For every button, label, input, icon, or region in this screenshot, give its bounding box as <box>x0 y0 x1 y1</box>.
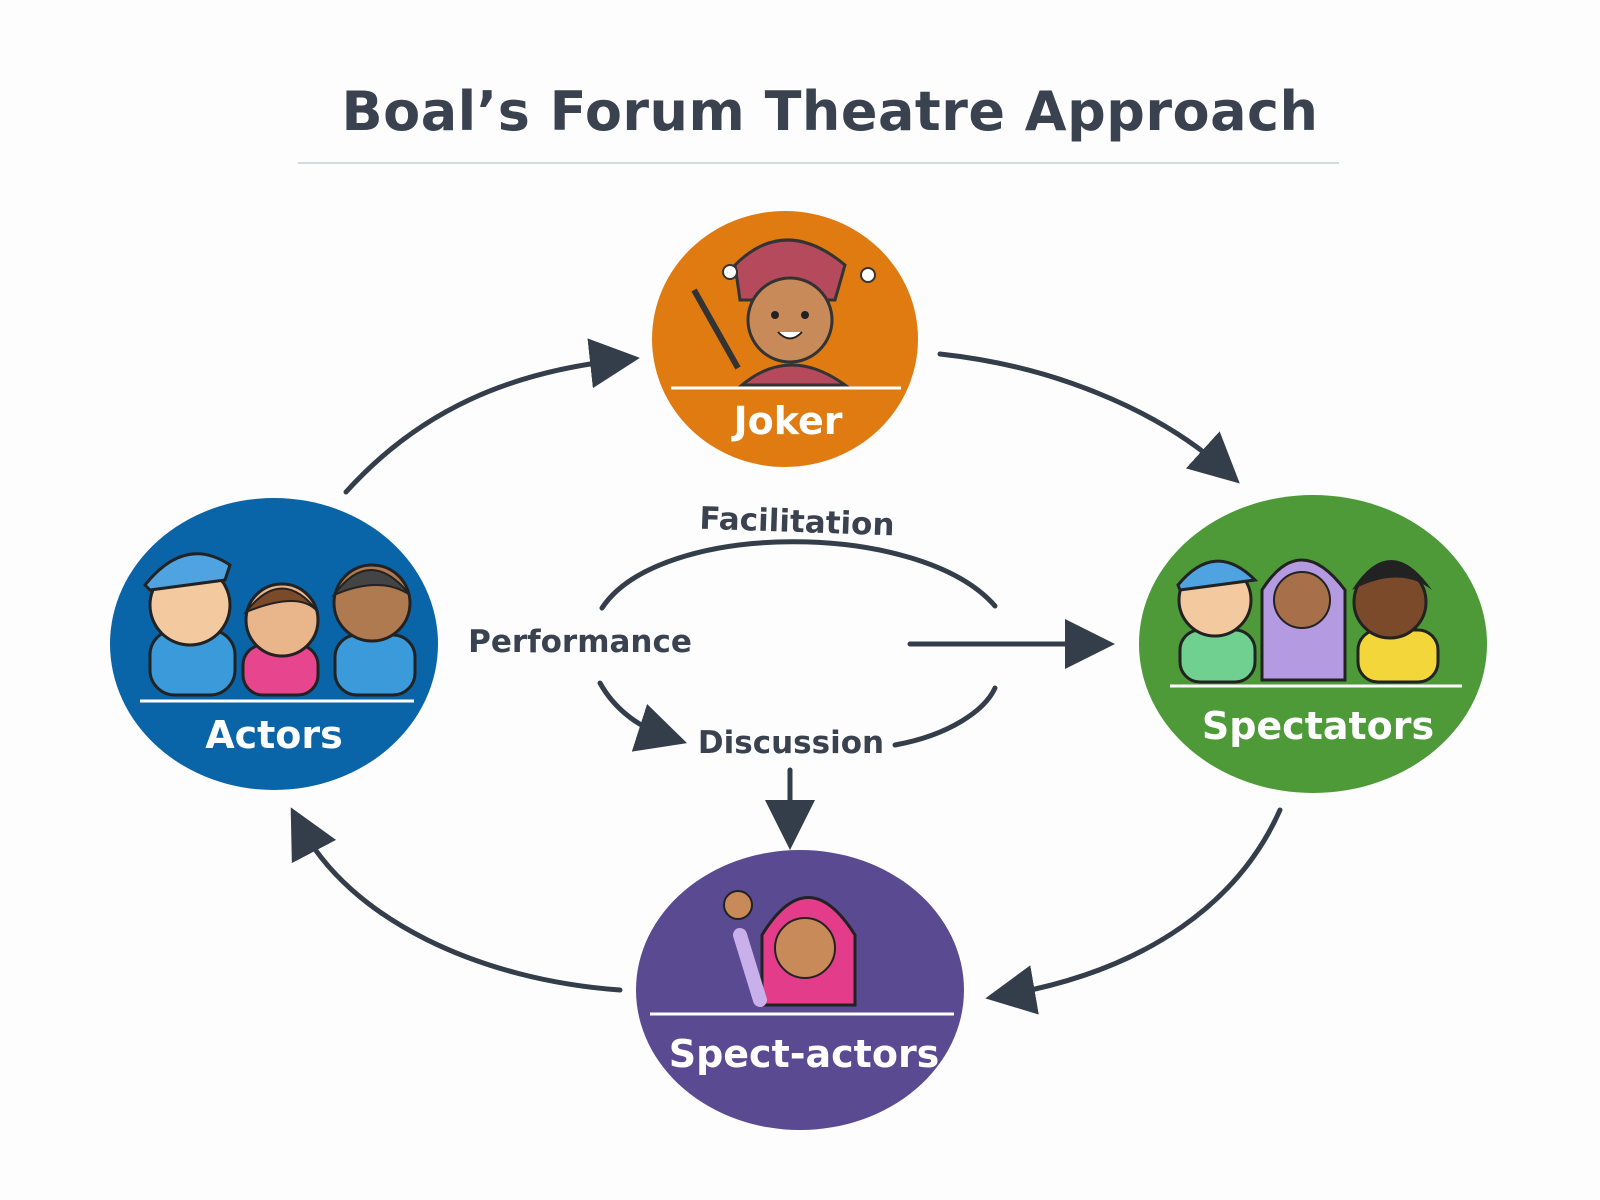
facilitation-label: Facilitation <box>698 500 896 544</box>
spectators-label: Spectators <box>1201 704 1435 748</box>
actors-illustration <box>142 552 417 697</box>
diagram-title: Boal’s Forum Theatre Approach <box>341 80 1319 143</box>
spectators-node <box>1139 495 1487 793</box>
facilitation-arc <box>599 539 998 611</box>
spectactors-label: Spect-actors <box>668 1032 940 1076</box>
arrow-joker-to-spectators <box>937 351 1240 484</box>
discussion-label: Discussion <box>697 725 885 761</box>
title-divider <box>298 162 1339 164</box>
spectators-illustration <box>1176 558 1440 684</box>
joker-illustration <box>691 238 876 387</box>
actors-node <box>110 498 438 790</box>
joker-label: Joker <box>733 399 843 443</box>
discussion-arc <box>892 685 998 748</box>
spectactors-node <box>636 850 964 1130</box>
arrow-spectactors-to-actors <box>290 807 623 993</box>
actors-label: Actors <box>205 713 343 757</box>
arrow-actors-to-joker <box>343 338 640 495</box>
performance-label: Performance <box>468 624 692 660</box>
arrow-performance-to-discussion <box>597 680 688 752</box>
joker-node <box>652 211 918 467</box>
spectactors-illustration <box>723 890 857 1007</box>
arrow-spectators-to-spectactors <box>985 807 1283 1015</box>
